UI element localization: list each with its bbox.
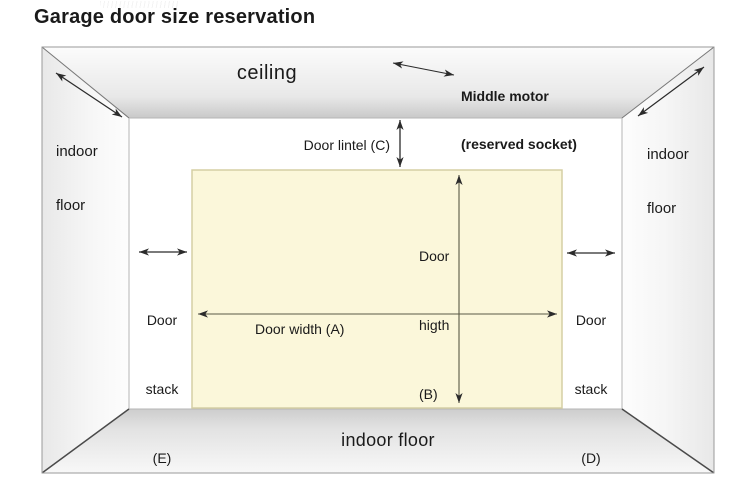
middle-motor-line2: (reserved socket) [461, 136, 577, 152]
indoor-floor-top-left-arrow [55, 72, 123, 118]
indoor-floor-label-top-right: indoor floor [647, 146, 689, 217]
indoor-floor-label-bottom: indoor floor [341, 430, 435, 450]
middle-motor-line1: Middle motor [461, 88, 549, 104]
door-width-label: Door width (A) [255, 321, 345, 337]
left-wall-surface [42, 47, 129, 473]
door-lintel-label: Door lintel (C) [303, 137, 390, 153]
right-wall-surface [622, 47, 714, 473]
ceiling-surface [42, 47, 714, 118]
indoor-floor-label-top-left: indoor floor [56, 143, 98, 214]
bottom-right-corner-edge [621, 408, 715, 474]
page-title: Garage door size reservation [34, 6, 316, 28]
outer-border [41, 46, 715, 474]
bottom-left-corner-edge [41, 408, 130, 474]
middle-motor-label: Middle motor (reserved socket) [461, 56, 577, 184]
door-height-label: Door higth (B) [419, 248, 450, 402]
garage-door-panel [191, 169, 563, 409]
door-stack-right-label: Door stack (D) [574, 312, 608, 466]
door-stack-left-label: Door stack (E) [145, 312, 179, 466]
ceiling-label: ceiling [236, 62, 298, 84]
middle-motor-arrow [392, 61, 455, 77]
watermark [100, 1, 180, 8]
floor-surface [42, 409, 714, 473]
indoor-floor-top-right-arrow [637, 66, 705, 117]
